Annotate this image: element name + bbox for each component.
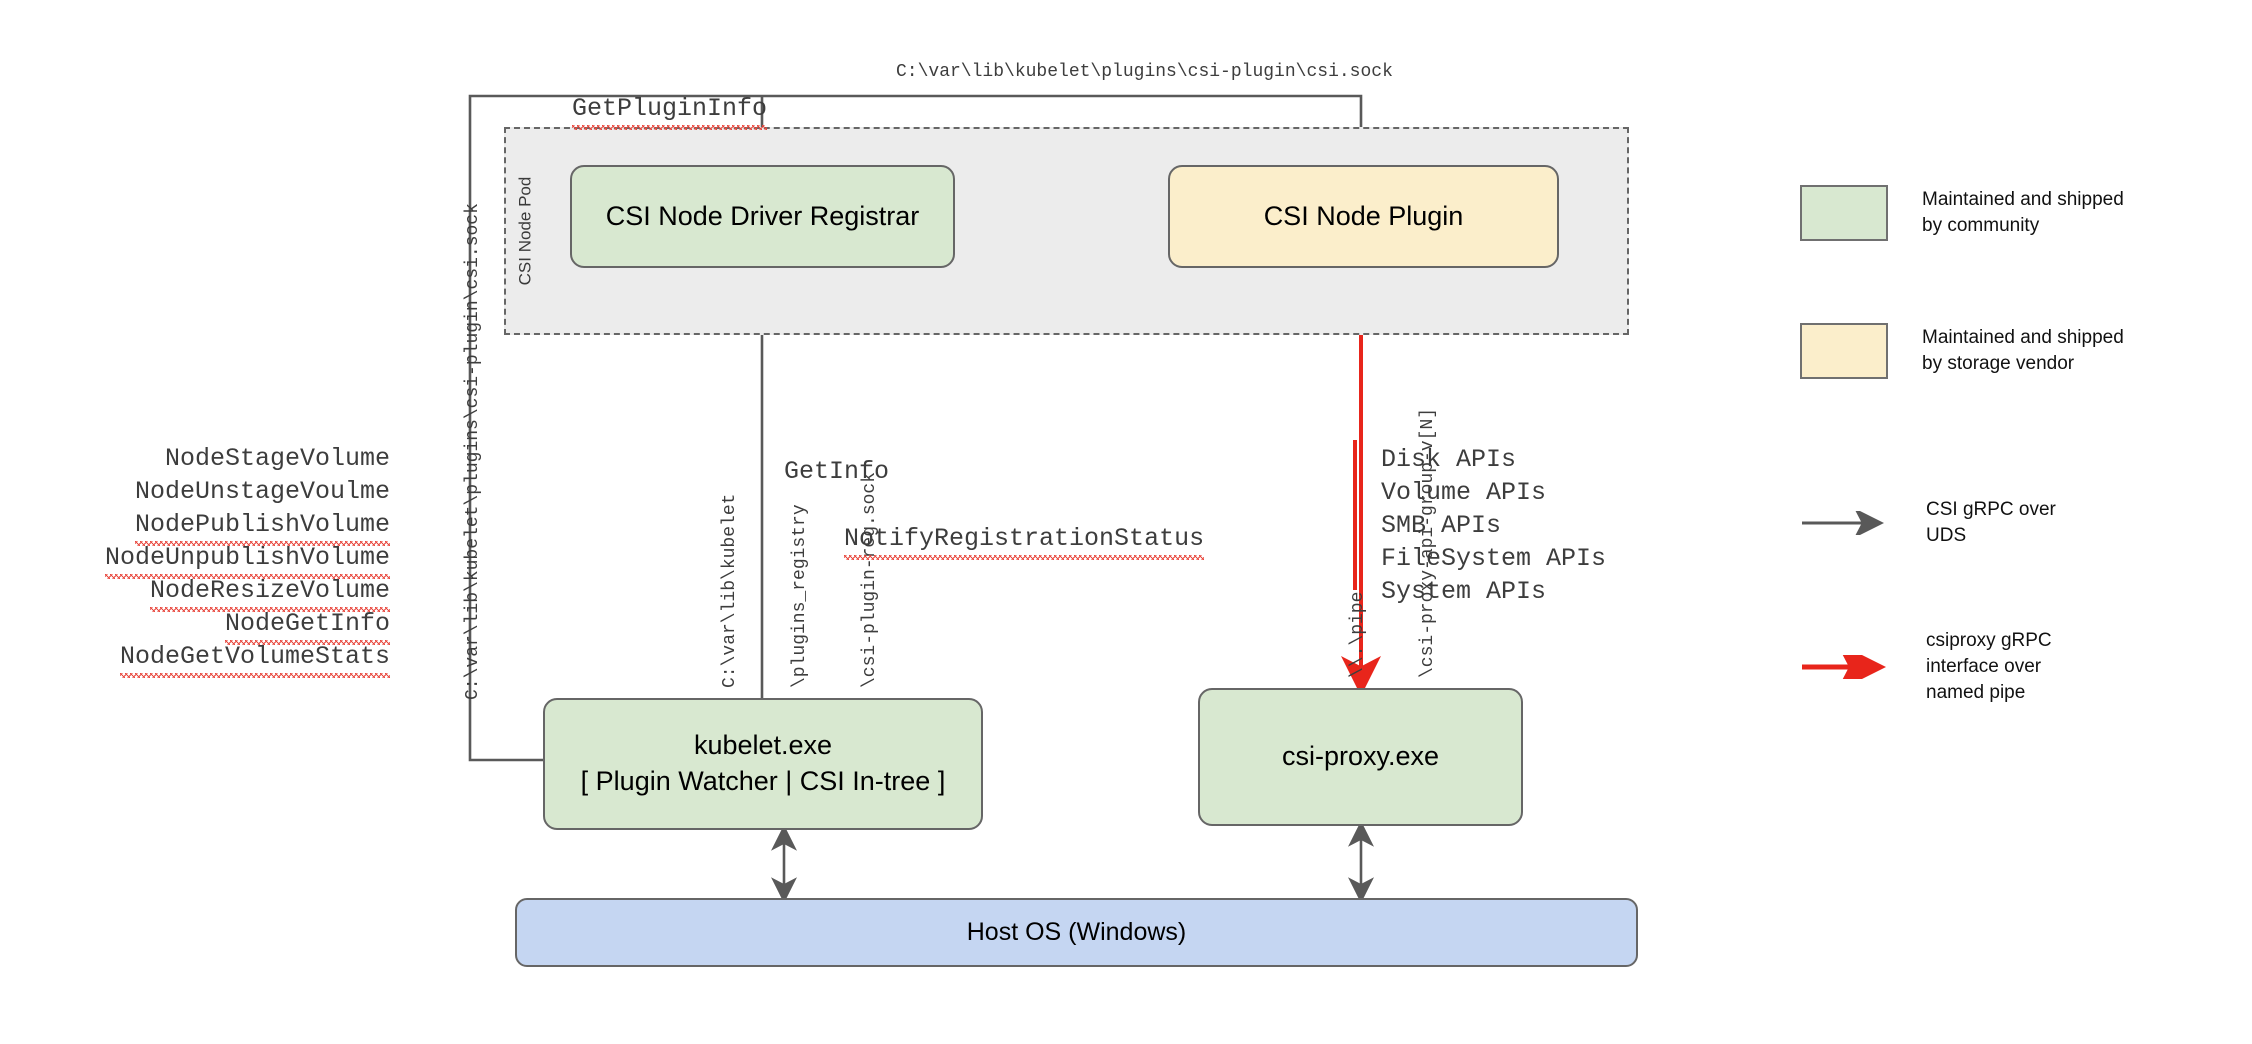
csi-sock-path-top-label: C:\var\lib\kubelet\plugins\csi-plugin\cs… (896, 62, 1393, 82)
node-api-item: NodeStageVolume (164, 444, 390, 473)
node-api-item: NodeUnstageVoulme (134, 477, 390, 506)
node-api-list: NodeStageVolume NodeUnstageVoulme NodePu… (100, 442, 391, 678)
node-kubelet[interactable]: kubelet.exe [ Plugin Watcher | CSI In-tr… (543, 698, 983, 830)
legend-label-storage-vendor: Maintained and shipped by storage vendor (1922, 326, 2124, 374)
node-kubelet-label-line2: [ Plugin Watcher | CSI In-tree ] (580, 766, 946, 796)
legend-item-storage-vendor: Maintained and shipped by storage vendor (1800, 323, 2124, 379)
node-api-item: NodeResizeVolume (149, 576, 391, 612)
proxy-api-list: Disk APIs Volume APIs SMB APIs FileSyste… (1381, 443, 1606, 608)
node-api-item: NodeUnpublishVolume (104, 543, 391, 579)
proxy-api-item: System APIs (1381, 577, 1547, 606)
legend-item-community: Maintained and shipped by community (1800, 185, 2124, 241)
legend-label-community: Maintained and shipped by community (1922, 188, 2124, 236)
get-info-label: GetInfo (784, 457, 890, 486)
node-api-item: NodeGetInfo (224, 609, 391, 645)
node-api-item: NodePublishVolume (134, 510, 391, 546)
proxy-api-item: SMB APIs (1381, 511, 1502, 540)
named-pipe-path-line-0: \\.\pipe (1347, 591, 1368, 678)
legend-item-csiproxy-grpc: csiproxy gRPC interface over named pipe (1800, 628, 2052, 707)
node-csi-node-plugin-label: CSI Node Plugin (1263, 200, 1464, 231)
csi-node-pod-label-text: CSI Node Pod (515, 176, 534, 286)
legend-swatch-green (1800, 185, 1888, 241)
csi-node-pod-label: CSI Node Pod (512, 129, 538, 333)
proxy-api-item: Volume APIs (1381, 478, 1547, 507)
node-host-os[interactable]: Host OS (Windows) (515, 898, 1638, 967)
node-csi-node-driver-registrar[interactable]: CSI Node Driver Registrar (570, 165, 955, 268)
proxy-api-item: FileSystem APIs (1381, 544, 1607, 573)
red-arrow-icon (1800, 642, 1892, 693)
notify-registration-status-label: NotifyRegistrationStatus (784, 490, 1205, 588)
node-csi-proxy-label: csi-proxy.exe (1281, 741, 1440, 772)
get-plugin-info-label: GetPluginInfo (512, 60, 768, 158)
node-csi-node-driver-registrar-label: CSI Node Driver Registrar (605, 200, 920, 231)
legend-label-csiproxy-grpc: csiproxy gRPC interface over named pipe (1926, 630, 2052, 704)
node-kubelet-label-line1: kubelet.exe (693, 730, 833, 761)
node-host-os-label: Host OS (Windows) (966, 918, 1187, 946)
proxy-api-item: Disk APIs (1381, 445, 1517, 474)
legend-item-csi-grpc-uds: CSI gRPC over UDS (1800, 497, 2056, 549)
node-api-item: NodeGetVolumeStats (119, 642, 391, 678)
csi-sock-path-left-vlabel: C:\var\lib\kubelet\plugins\csi-plugin\cs… (463, 203, 483, 700)
grey-arrow-icon (1800, 508, 1892, 539)
node-csi-node-plugin[interactable]: CSI Node Plugin (1168, 165, 1559, 268)
registry-sock-path-line-0: C:\var\lib\kubelet (719, 493, 740, 688)
node-csi-proxy[interactable]: csi-proxy.exe (1198, 688, 1523, 826)
legend-label-csi-grpc-uds: CSI gRPC over UDS (1926, 499, 2056, 547)
legend-swatch-yellow (1800, 323, 1888, 379)
